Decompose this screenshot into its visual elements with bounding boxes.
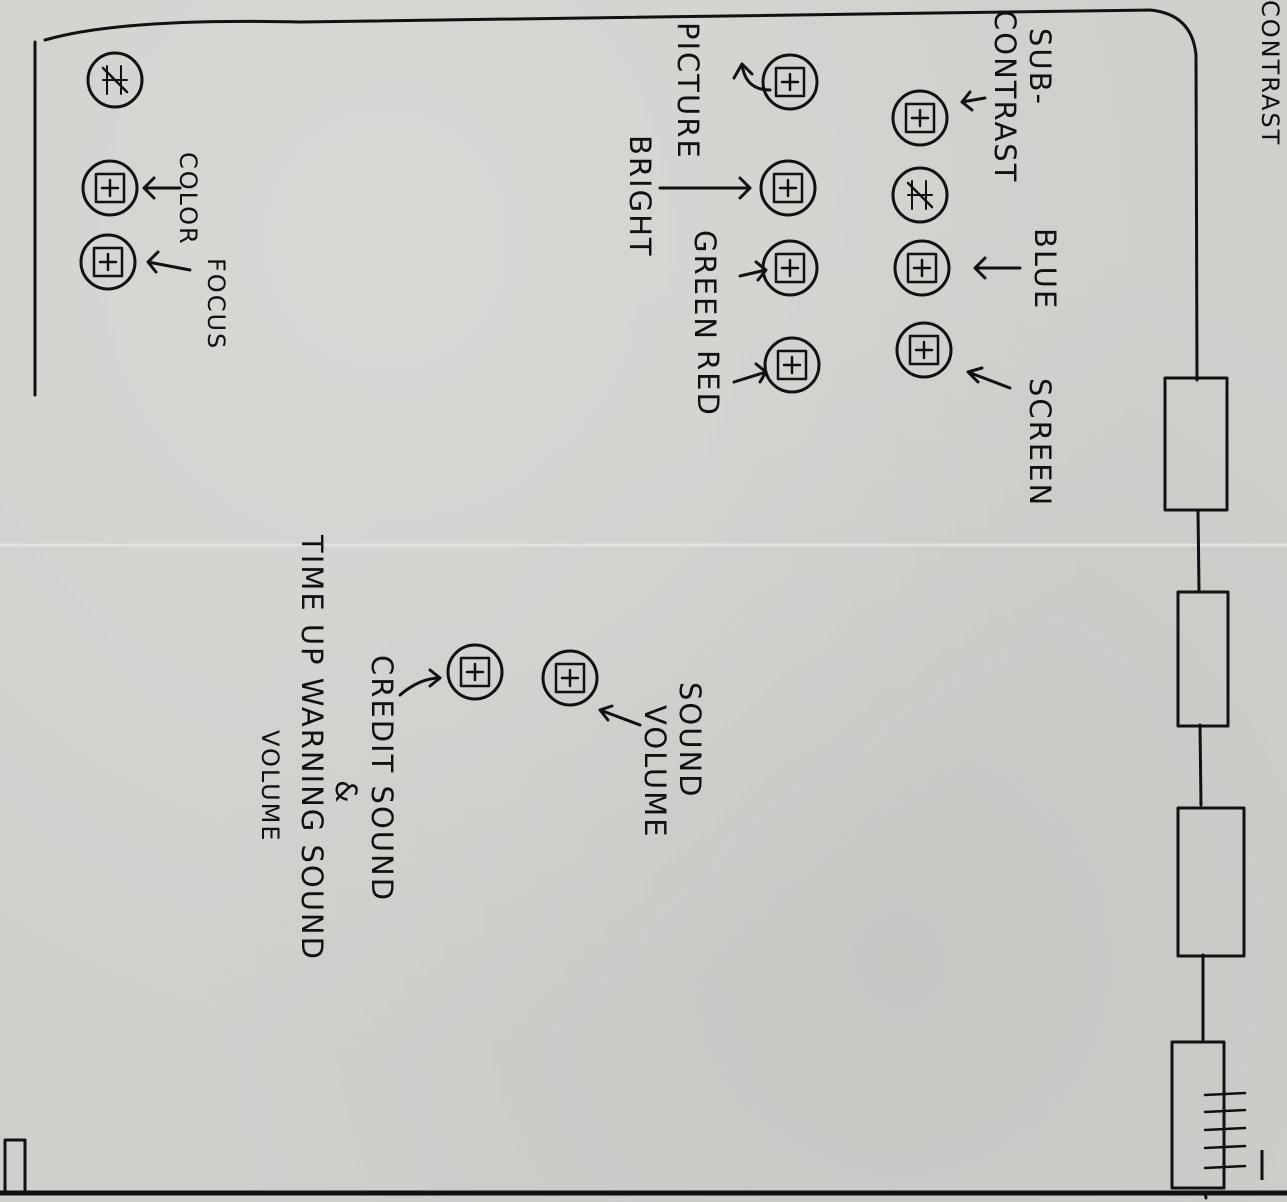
panel-box-2 xyxy=(1178,592,1228,726)
bright-arrow xyxy=(660,178,750,198)
picture-knob xyxy=(763,55,817,109)
panel-box-4 xyxy=(1172,1042,1224,1188)
focus-arrow xyxy=(148,252,190,272)
header-fragment-text: CONTRAST xyxy=(1256,0,1284,146)
slotted-knob-1 xyxy=(893,168,947,222)
screen-arrow xyxy=(968,368,1010,388)
focus-label: FOCUS xyxy=(202,258,230,350)
credit-label-3: TIME UP WARNING SOUND xyxy=(295,534,329,961)
credit-sound-arrow xyxy=(400,670,440,695)
green-knob xyxy=(763,241,817,295)
credit-label-2: & xyxy=(329,780,363,805)
credit-label-4: VOLUME xyxy=(256,730,284,843)
sound-volume-arrow xyxy=(600,706,640,725)
bright-label: BRIGHT xyxy=(623,135,657,258)
sub-contrast-label-1: SUB- xyxy=(1023,28,1057,106)
sound-volume-knob xyxy=(543,651,597,705)
left-bottom-mark xyxy=(5,1140,25,1192)
screen-knob xyxy=(897,323,951,377)
red-label: RED xyxy=(691,350,725,417)
sub-contrast-arrow xyxy=(962,92,985,110)
panel-box-3 xyxy=(1178,808,1244,956)
green-label: GREEN xyxy=(688,230,722,341)
sound-volume-label-1: SOUND xyxy=(673,682,707,798)
focus-knob xyxy=(81,235,135,289)
bright-knob xyxy=(761,161,815,215)
sound-volume-label-2: VOLUME xyxy=(638,705,672,838)
slotted-knob-2 xyxy=(88,53,142,107)
picture-label: PICTURE xyxy=(671,22,705,160)
sub-contrast-knob xyxy=(893,91,947,145)
blue-knob xyxy=(895,241,949,295)
color-knob xyxy=(83,161,137,215)
blue-arrow xyxy=(975,258,1020,278)
cabinet-outline xyxy=(35,10,1206,1198)
red-knob xyxy=(765,338,819,392)
credit-sound-knob xyxy=(448,645,502,699)
sub-contrast-label-2: CONTRAST xyxy=(988,10,1022,183)
panel-box-1 xyxy=(1165,378,1227,510)
red-arrow xyxy=(734,364,766,382)
blue-label: BLUE xyxy=(1028,228,1062,310)
screen-label: SCREEN xyxy=(1023,378,1057,507)
color-label: COLOR xyxy=(174,152,202,246)
credit-label-1: CREDIT SOUND xyxy=(365,655,399,902)
